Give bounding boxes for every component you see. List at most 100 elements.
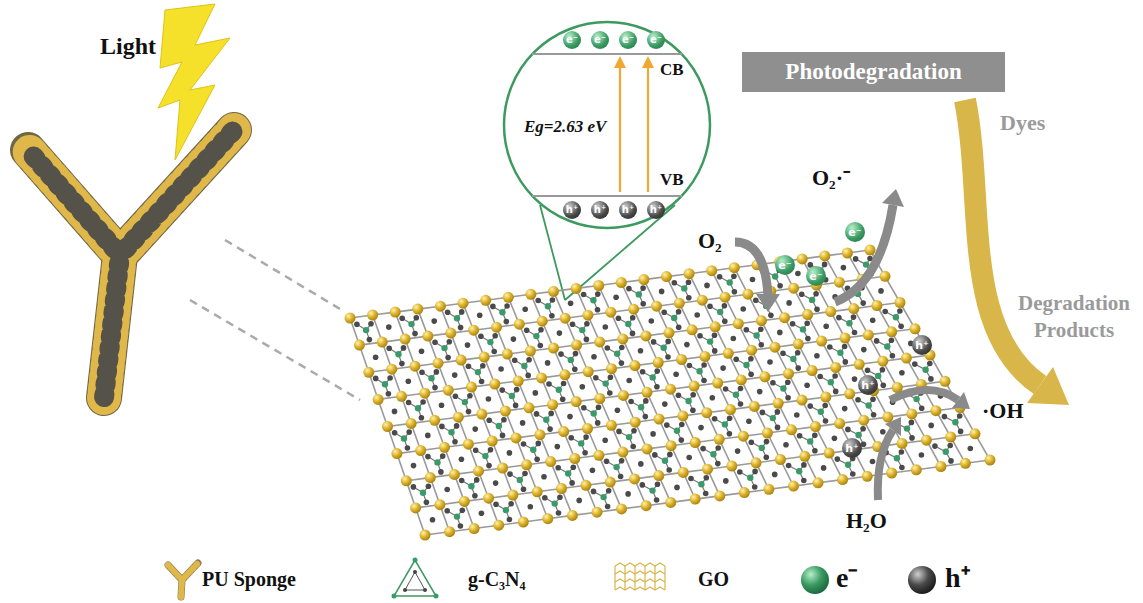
charge-label: h⁺ <box>861 380 875 391</box>
carbon-atom <box>568 435 574 441</box>
go-atom <box>638 274 649 285</box>
nitrogen-atom <box>828 379 834 385</box>
carbon-atom <box>686 295 692 301</box>
nitrogen-atom <box>884 343 890 349</box>
carbon-atom <box>542 495 548 501</box>
carbon-atom <box>528 504 534 510</box>
carbon-atom <box>534 411 540 417</box>
legend-text: h⁺ <box>945 562 970 593</box>
carbon-atom <box>694 312 700 318</box>
carbon-atom <box>368 321 374 327</box>
go-atom <box>985 455 996 466</box>
carbon-atom <box>852 376 858 382</box>
carbon-atom <box>666 467 672 473</box>
carbon-atom <box>521 487 527 493</box>
carbon-atom <box>545 360 551 366</box>
carbon-atom <box>760 410 766 416</box>
carbon-atom <box>786 463 792 469</box>
carbon-atom <box>541 474 547 480</box>
legend-electron-icon <box>801 566 829 594</box>
go-atom <box>536 372 547 383</box>
carbon-atom <box>727 415 733 421</box>
carbon-atom <box>704 475 710 481</box>
carbon-atom <box>459 457 465 463</box>
go-atom <box>354 340 365 351</box>
nitrogen-atom <box>428 375 434 381</box>
go-atom <box>810 421 821 432</box>
nitrogen-atom <box>747 475 753 481</box>
go-atom <box>363 367 374 378</box>
go-atom <box>802 309 813 320</box>
carbon-atom <box>467 393 473 399</box>
go-atom <box>921 435 932 446</box>
go-atom <box>788 283 799 294</box>
nitrogen-atom <box>866 402 872 408</box>
go-atom <box>592 507 603 518</box>
legend-text: PU Sponge <box>202 568 296 590</box>
carbon-atom <box>665 339 671 345</box>
carbon-atom <box>703 491 709 497</box>
text-slot: PU Sponge <box>202 568 296 591</box>
carbon-atom <box>690 392 696 398</box>
go-atom <box>449 469 460 480</box>
carbon-atom <box>853 256 859 262</box>
go-atom <box>463 439 474 450</box>
carbon-atom <box>723 386 729 392</box>
carbon-atom <box>550 297 556 303</box>
carbon-atom <box>679 437 685 443</box>
carbon-atom <box>715 445 721 451</box>
carbon-atom <box>813 291 819 297</box>
carbon-atom <box>723 478 729 484</box>
charge-label: e⁻ <box>622 35 634 45</box>
carbon-atom <box>948 458 954 464</box>
go-atom <box>594 336 605 347</box>
go-atom <box>605 307 616 318</box>
carbon-atom <box>419 348 425 354</box>
go-atom <box>684 268 695 279</box>
carbon-atom <box>490 304 496 310</box>
carbon-atom <box>717 274 723 280</box>
carbon-atom <box>638 348 644 354</box>
carbon-atom <box>573 351 579 357</box>
go-atom <box>642 443 653 454</box>
box-title: Photodegradation <box>785 59 961 85</box>
go-atom <box>571 396 582 407</box>
go-atom <box>459 496 470 507</box>
go-atom <box>654 414 665 425</box>
go-atom <box>491 322 502 333</box>
go-atom <box>433 358 444 369</box>
charge-label: e⁻ <box>594 35 606 45</box>
carbon-atom <box>420 399 426 405</box>
nitrogen-atom <box>800 326 806 332</box>
carbon-atom <box>392 430 398 436</box>
carbon-atom <box>651 339 657 345</box>
go-atom <box>434 499 445 510</box>
go-atom <box>960 458 971 469</box>
nitrogen-atom <box>661 345 667 351</box>
carbon-atom <box>439 402 445 408</box>
carbon-atom <box>619 458 625 464</box>
carbon-atom <box>500 433 506 439</box>
nitrogen-atom <box>753 332 759 338</box>
carbon-atom <box>507 450 513 456</box>
carbon-atom <box>580 384 586 390</box>
carbon-atom <box>909 435 915 441</box>
go-atom <box>871 300 882 311</box>
carbon-atom <box>434 369 440 375</box>
band-label: VB <box>660 170 684 189</box>
carbon-atom <box>744 327 750 333</box>
nitrogen-atom <box>382 381 388 387</box>
go-atom <box>706 265 717 276</box>
go-atom <box>786 424 797 435</box>
go-atom <box>862 471 873 482</box>
carbon-atom <box>909 420 915 426</box>
go-atom <box>723 348 734 359</box>
carbon-atom <box>561 381 567 387</box>
carbon-atom <box>640 482 646 488</box>
go-atom <box>468 325 479 336</box>
carbon-atom <box>478 334 484 340</box>
go-atom <box>525 346 536 357</box>
carbon-atom <box>855 397 861 403</box>
excitation-arrow-head <box>614 56 626 68</box>
carbon-atom <box>595 291 601 297</box>
